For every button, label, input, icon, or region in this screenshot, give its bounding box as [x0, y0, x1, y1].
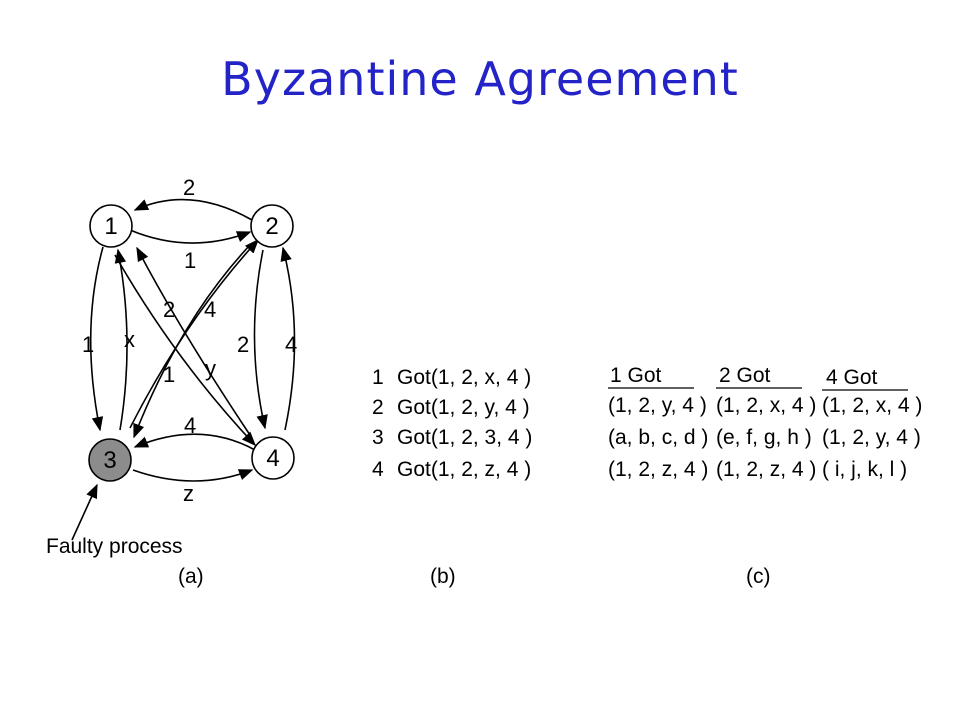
edge-2-to-1 [133, 198, 253, 221]
edge-3-to-2 [129, 238, 259, 429]
caption-b: (b) [430, 565, 456, 588]
edge-2-to-4-inner [253, 249, 268, 430]
edge-label-top-2: 2 [183, 175, 195, 200]
svg-text:4: 4 [266, 445, 279, 472]
table-c-cell: (a, b, c, d ) [608, 426, 708, 449]
table-c-cell: (1, 2, x, 4 ) [716, 394, 816, 417]
table-b-row-num: 1 [372, 366, 384, 389]
faulty-pointer [71, 483, 98, 541]
slide-title: Byzantine Agreement [221, 52, 739, 106]
table-b-row-got: Got(1, 2, x, 4 ) [397, 366, 531, 389]
node-4: 4 [251, 436, 295, 480]
edge-4-to-2-outer [280, 246, 296, 431]
table-c-header: 1 Got [610, 364, 662, 387]
svg-text:3: 3 [103, 447, 116, 474]
edge-label-diag-4: 4 [204, 297, 216, 322]
edge-label-right-4: 4 [285, 332, 297, 357]
process-graph [71, 198, 296, 541]
table-b-row-got: Got(1, 2, 3, 4 ) [397, 426, 532, 449]
table-b-row-got: Got(1, 2, z, 4 ) [397, 458, 531, 481]
table-c-cell: (1, 2, y, 4 ) [822, 426, 921, 449]
table-b-row-num: 4 [372, 458, 384, 481]
edge-1-to-4 [114, 254, 256, 447]
edge-label-diag-y: y [205, 356, 216, 381]
edge-label-diag-2: 2 [163, 297, 175, 322]
edge-3-to-1-inner [114, 248, 128, 431]
table-c-cell: (1, 2, z, 4 ) [716, 458, 816, 481]
edge-4-to-3 [133, 433, 256, 451]
table-c-cell: (e, f, g, h ) [716, 426, 812, 449]
table-b-row-num: 3 [372, 426, 384, 449]
table-c-cell: (1, 2, z, 4 ) [608, 458, 708, 481]
table-c-header: 2 Got [719, 364, 771, 387]
edge-label-right-2: 2 [237, 332, 249, 357]
svg-text:1: 1 [104, 213, 117, 240]
table-b: 1 Got(1, 2, x, 4 ) 2 Got(1, 2, y, 4 ) 3 … [372, 366, 532, 481]
caption-c: (c) [746, 565, 771, 588]
node-3-faulty: 3 [88, 438, 132, 482]
table-c: 1 Got (1, 2, y, 4 ) (a, b, c, d ) (1, 2,… [608, 364, 922, 481]
svg-text:2: 2 [265, 213, 278, 240]
table-c-cell: ( i, j, k, l ) [822, 458, 907, 481]
edge-4-to-1 [136, 246, 251, 436]
edge-1-to-3-outer [89, 246, 104, 432]
node-1: 1 [89, 204, 133, 248]
edge-label-left-1: 1 [82, 332, 94, 357]
edge-label-bottom-z: z [183, 481, 194, 506]
table-b-row-num: 2 [372, 396, 384, 419]
table-b-row-got: Got(1, 2, y, 4 ) [397, 396, 530, 419]
table-c-cell: (1, 2, x, 4 ) [822, 394, 922, 417]
edge-3-to-4 [132, 469, 254, 482]
edge-1-to-2 [129, 229, 252, 244]
table-c-cell: (1, 2, y, 4 ) [608, 394, 707, 417]
edge-label-left-x: x [124, 327, 135, 352]
table-c-header: 4 Got [826, 366, 878, 389]
caption-a: (a) [178, 565, 204, 588]
edge-label-top-1: 1 [184, 248, 196, 273]
faulty-process-label: Faulty process [46, 535, 183, 558]
edge-label-bottom-4: 4 [184, 413, 196, 438]
edge-2-to-3 [133, 244, 251, 439]
edge-label-diag-1: 1 [163, 362, 175, 387]
node-2: 2 [250, 204, 294, 248]
